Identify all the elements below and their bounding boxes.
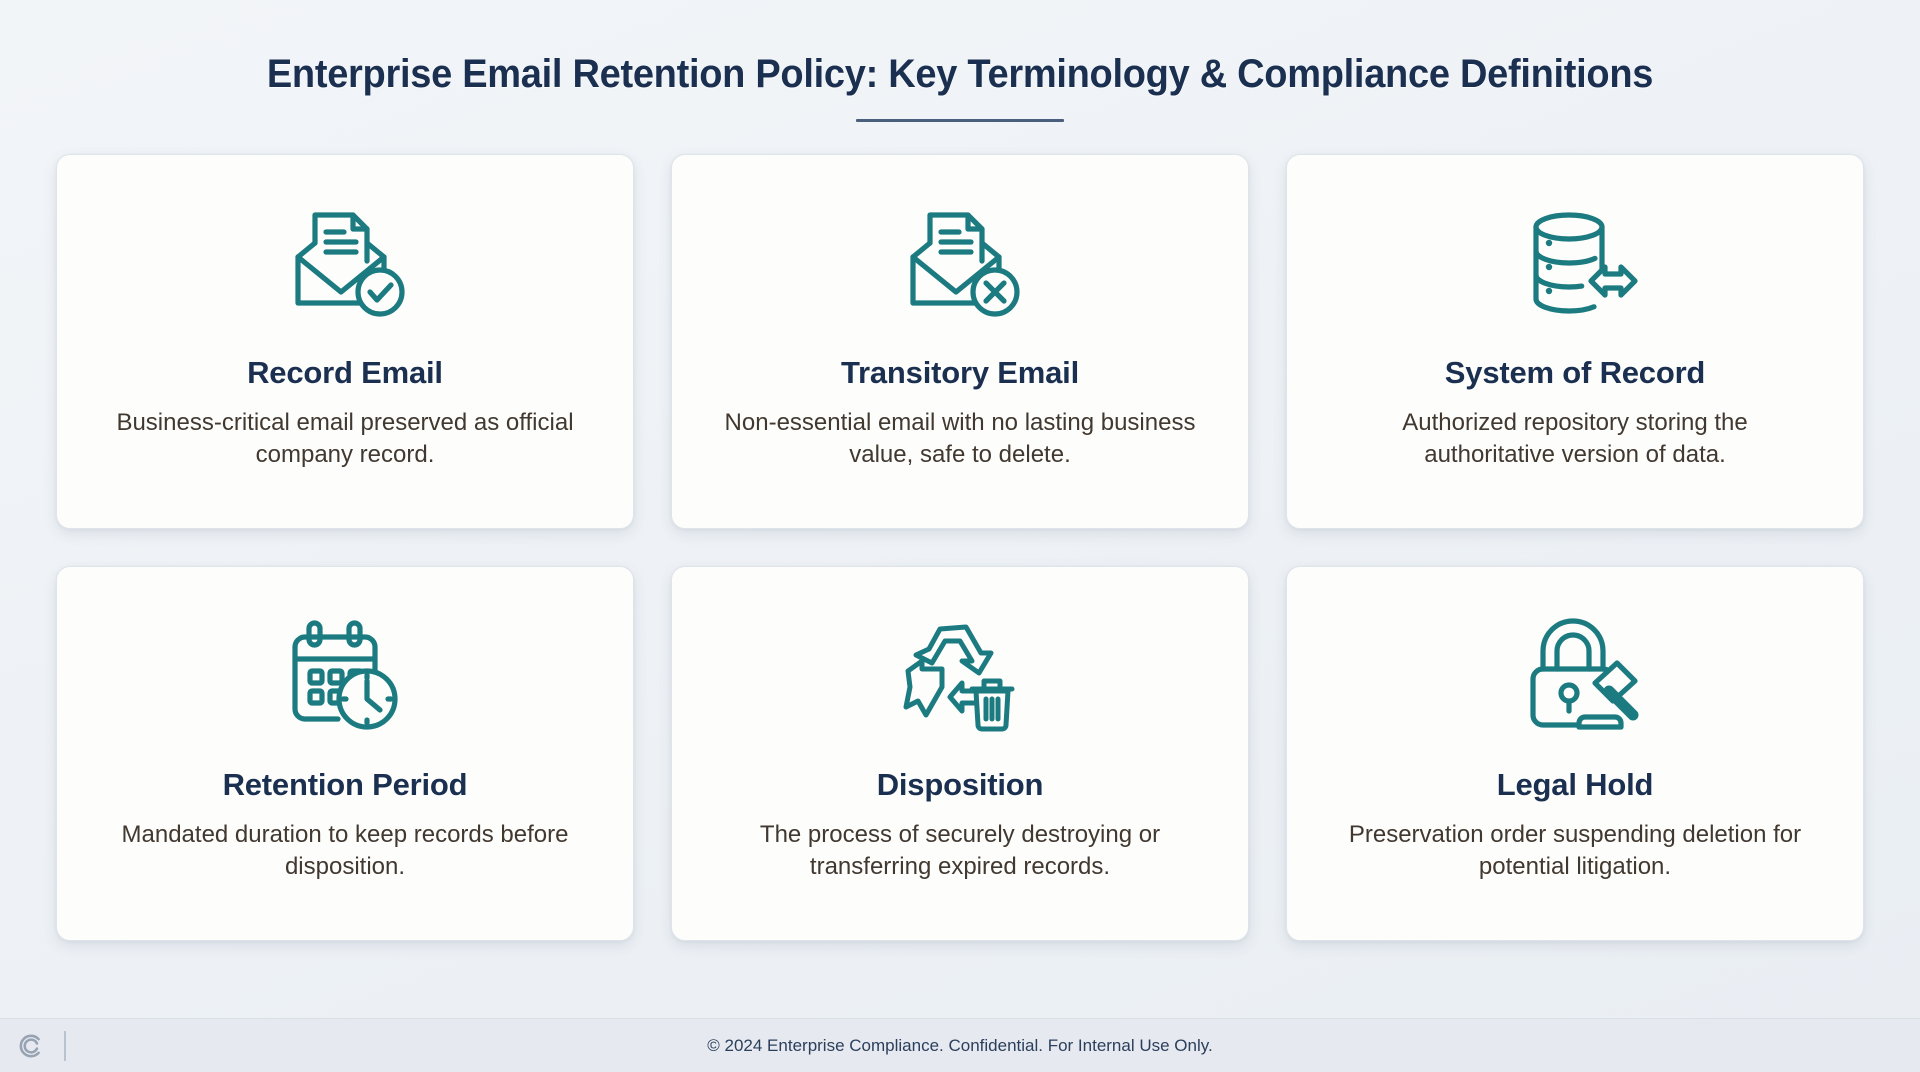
page-header: Enterprise Email Retention Policy: Key T… <box>0 0 1920 122</box>
card-title: Retention Period <box>222 767 468 802</box>
card-description: Authorized repository storing the author… <box>1402 409 1748 468</box>
email-document-check-icon <box>281 197 409 329</box>
card-description: Non-essential email with no lasting busi… <box>724 409 1196 468</box>
calendar-clock-icon <box>281 609 409 741</box>
title-accent-rule <box>856 119 1064 122</box>
card-description: The process of securely destroying or tr… <box>759 821 1161 880</box>
footer-brand <box>14 1019 66 1072</box>
copyright-c-logo-icon <box>14 1029 48 1063</box>
card-title: Disposition <box>876 767 1044 802</box>
recycle-trash-icon <box>896 609 1024 741</box>
definition-card-record-email[interactable]: Record Email Business-critical email pre… <box>56 154 634 529</box>
card-description: Mandated duration to keep records before… <box>121 821 569 880</box>
card-title: Transitory Email <box>840 355 1079 390</box>
footer-copyright-text: © 2024 Enterprise Compliance. Confidenti… <box>707 1035 1213 1055</box>
definition-card-system-of-record[interactable]: System of Record Authorized repository s… <box>1286 154 1864 529</box>
email-document-x-icon <box>896 197 1024 329</box>
definition-card-disposition[interactable]: Disposition The process of securely dest… <box>671 566 1249 941</box>
card-description: Preservation order suspending deletion f… <box>1348 821 1802 880</box>
card-description: Business-critical email preserved as off… <box>116 409 574 468</box>
definition-card-retention-period[interactable]: Retention Period Mandated duration to ke… <box>56 566 634 941</box>
definition-card-grid: Record Email Business-critical email pre… <box>56 154 1864 941</box>
card-title: Record Email <box>247 355 443 390</box>
card-title: System of Record <box>1444 355 1706 390</box>
page-footer: © 2024 Enterprise Compliance. Confidenti… <box>0 1018 1920 1072</box>
footer-divider <box>64 1031 66 1061</box>
database-transfer-icon <box>1511 197 1639 329</box>
card-title: Legal Hold <box>1496 767 1654 802</box>
lock-gavel-icon <box>1511 609 1639 741</box>
definition-card-transitory-email[interactable]: Transitory Email Non-essential email wit… <box>671 154 1249 529</box>
page-title: Enterprise Email Retention Policy: Key T… <box>266 52 1654 96</box>
definition-card-legal-hold[interactable]: Legal Hold Preservation order suspending… <box>1286 566 1864 941</box>
